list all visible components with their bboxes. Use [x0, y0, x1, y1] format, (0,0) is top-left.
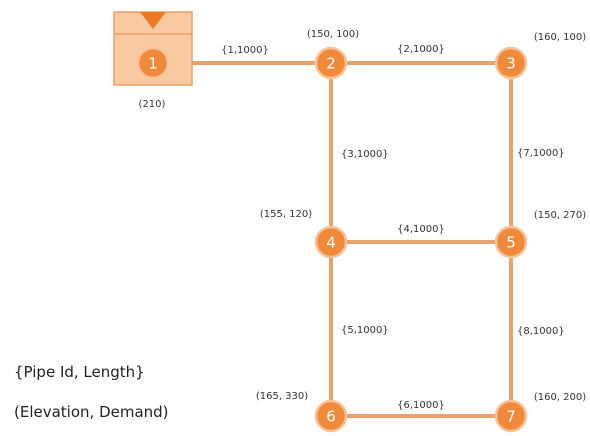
pipe-label: {8,1000}: [517, 326, 565, 337]
legend-node-format: (Elevation, Demand): [14, 403, 169, 421]
pipe-label: {6,1000}: [397, 400, 445, 411]
node-id-label: 4: [326, 234, 336, 252]
pipe-label: {1,1000}: [221, 45, 269, 56]
legend-pipe-format: {Pipe Id, Length}: [14, 363, 145, 381]
pipes-layer: [153, 61, 513, 418]
node-attribute-label: (150, 100): [307, 29, 359, 40]
nodes-layer: 1 2 3 4 5 6 7: [113, 11, 528, 433]
pipe-label: {4,1000}: [397, 224, 445, 235]
node-id-label: 7: [506, 408, 516, 426]
node-7: [494, 399, 528, 433]
node-attribute-label: (150, 270): [534, 210, 586, 221]
node-6: [314, 399, 348, 433]
pipe-label: {2,1000}: [397, 44, 445, 55]
pipe-label: {5,1000}: [341, 325, 389, 336]
node-attribute-label: (160, 100): [534, 32, 586, 43]
node-2: [314, 46, 348, 80]
node-id-label: 6: [326, 408, 336, 426]
node-4: [314, 225, 348, 259]
pipe-label: {7,1000}: [517, 148, 565, 159]
node-5: [494, 225, 528, 259]
node-3: [494, 46, 528, 80]
water-level-triangle-icon: [140, 12, 166, 29]
node-id-label: 1: [148, 55, 158, 73]
pipe-label: {3,1000}: [341, 149, 389, 160]
labels-layer: {1,1000} {2,1000} {3,1000} {4,1000} {5,1000}…: [139, 29, 587, 411]
node-id-label: 3: [506, 55, 516, 73]
node-1: [136, 46, 170, 80]
node-attribute-label: (160, 200): [534, 392, 586, 403]
node-attribute-label: (165, 330): [256, 391, 308, 402]
node-attribute-label: (210): [139, 99, 166, 110]
node-attribute-label: (155, 120): [260, 209, 312, 220]
node-id-label: 2: [326, 55, 336, 73]
node-id-label: 5: [506, 234, 516, 252]
